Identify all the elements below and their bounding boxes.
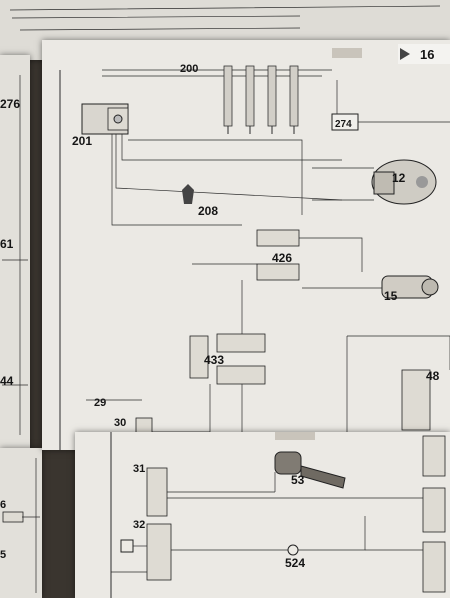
bottom-left-sheet: 6 5 [0,448,42,598]
component-524: 524 [285,544,305,570]
component-208: 208 [182,184,218,218]
connector-433: 433 [189,333,266,385]
label-29: 29 [94,397,106,409]
bottom-wiring-sheet: 31 32 53 524 [75,432,450,598]
label-5: 5 [0,549,6,561]
component-53: 53 [274,451,346,489]
label-524: 524 [285,556,305,570]
label-31: 31 [133,463,145,475]
label-30: 30 [114,417,126,429]
label-48: 48 [426,369,440,383]
label-12: 12 [392,171,406,185]
component-201: 201 [72,103,129,148]
component-12: 12 [371,159,437,205]
label-53: 53 [291,473,305,487]
label-276: 276 [0,97,20,111]
label-15: 15 [384,289,398,303]
glow-plugs [223,65,299,134]
label-201: 201 [72,134,92,148]
label-200: 200 [180,63,198,75]
page-number: 16 [420,47,434,62]
page-badge: 16 [398,44,450,64]
connector-32 [146,523,172,581]
connector-right-blocks [422,435,446,593]
label-44: 44 [0,374,14,388]
label-274: 274 [335,119,352,130]
component-15: 15 [381,275,439,303]
label-6: 6 [0,499,6,511]
connector-48: 48 [401,369,440,431]
main-wiring-sheet: 16 200 201 [42,40,450,450]
connector-426: 426 [256,229,300,281]
left-back-sheet: 276 61 44 [0,55,30,450]
label-32: 32 [133,519,145,531]
label-208: 208 [198,204,218,218]
connector-31 [146,467,168,517]
component-274: 274 [331,113,359,131]
label-426: 426 [272,251,292,265]
label-433: 433 [204,353,224,367]
label-61: 61 [0,237,14,251]
